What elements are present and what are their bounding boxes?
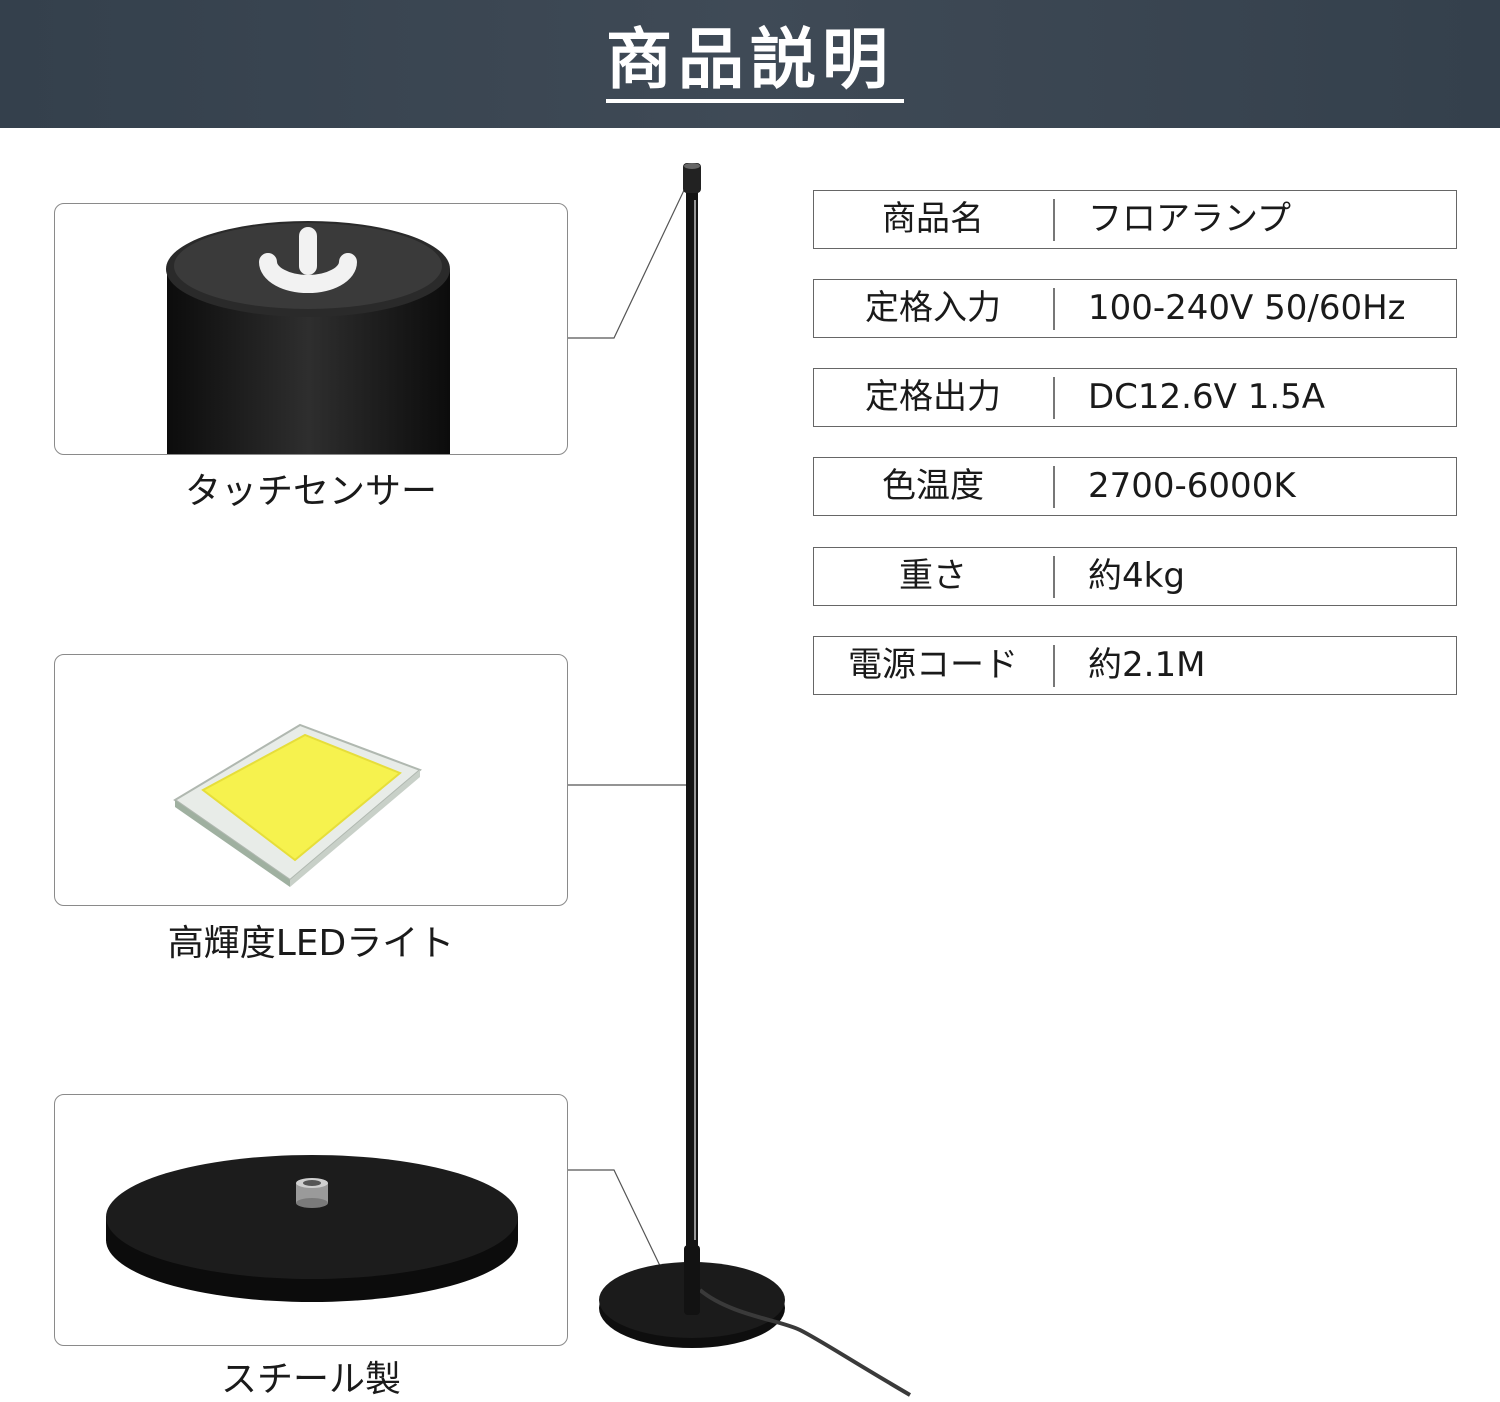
power-cord (698, 1288, 912, 1397)
feature-panel-touch-sensor (54, 203, 568, 455)
page-header: 商品説明 (0, 0, 1500, 128)
spec-label: 定格出力 (865, 377, 1001, 417)
spec-divider (1053, 466, 1055, 508)
spec-divider (1053, 199, 1055, 241)
lamp-sleeve (684, 1245, 700, 1315)
lamp-pole (686, 185, 698, 1247)
spec-value: 2700-6000K (1088, 466, 1296, 506)
led-chip-icon (173, 723, 422, 887)
connector-line-top (566, 185, 687, 339)
spec-row-rated-output: 定格出力 DC12.6V 1.5A (813, 368, 1457, 427)
spec-value: フロアランプ (1088, 199, 1291, 239)
spec-divider (1053, 288, 1055, 330)
spec-divider (1053, 377, 1055, 419)
spec-divider (1053, 645, 1055, 687)
spec-value: 100-240V 50/60Hz (1088, 288, 1406, 328)
spec-value: DC12.6V 1.5A (1088, 377, 1326, 417)
title-underline (606, 99, 904, 103)
spec-row-power-cord: 電源コード 約2.1M (813, 636, 1457, 695)
spec-row-product-name: 商品名 フロアランプ (813, 190, 1457, 249)
spec-row-rated-input: 定格入力 100-240V 50/60Hz (813, 279, 1457, 338)
spec-row-weight: 重さ 約4kg (813, 547, 1457, 606)
touch-sensor-icon (166, 221, 450, 454)
spec-label: 定格入力 (865, 288, 1001, 328)
caption-led: 高輝度LEDライト (167, 923, 455, 964)
spec-label: 色温度 (882, 466, 984, 506)
spec-label: 重さ (899, 556, 967, 596)
spec-divider (1053, 556, 1055, 598)
spec-label: 電源コード (848, 645, 1018, 685)
feature-panel-led (54, 654, 568, 906)
feature-panel-steel-base (54, 1094, 568, 1346)
spec-value: 約4kg (1088, 556, 1185, 596)
page-title: 商品説明 (606, 21, 894, 98)
spec-value: 約2.1M (1088, 645, 1206, 685)
caption-steel-base: スチール製 (220, 1359, 401, 1400)
spec-label: 商品名 (882, 199, 984, 239)
spec-row-color-temperature: 色温度 2700-6000K (813, 457, 1457, 516)
lamp-top-cap (683, 163, 701, 193)
steel-base-icon (106, 1155, 518, 1302)
caption-touch-sensor: タッチセンサー (184, 471, 437, 512)
